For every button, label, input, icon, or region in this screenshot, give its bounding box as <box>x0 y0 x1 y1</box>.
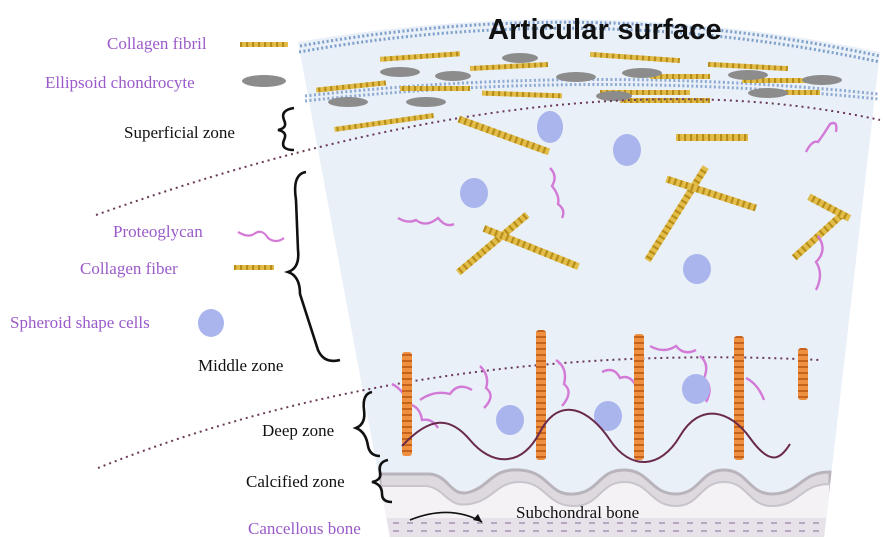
label-spheroid-shape-cells: Spheroid shape cells <box>10 313 150 333</box>
label-superficial-zone: Superficial zone <box>124 123 235 143</box>
label-middle-zone: Middle zone <box>198 356 283 376</box>
label-cancellous-bone: Cancellous bone <box>248 519 361 539</box>
legend-chondrocyte-swatch <box>242 75 286 87</box>
label-subchondral-bone: Subchondral bone <box>516 503 639 523</box>
superficial-brace <box>278 108 294 150</box>
legend-proteoglycan-swatch <box>238 232 284 241</box>
legend-fiber-swatch <box>234 265 274 270</box>
label-proteoglycan: Proteoglycan <box>113 222 203 242</box>
label-collagen-fiber: Collagen fiber <box>80 259 178 279</box>
diagram-title: Articular surface <box>488 14 722 47</box>
legend-spheroid-swatch <box>198 309 224 337</box>
label-collagen-fibril: Collagen fibril <box>107 34 207 54</box>
legend-fibril-swatch <box>240 42 288 47</box>
label-deep-zone: Deep zone <box>262 421 334 441</box>
label-calcified-zone: Calcified zone <box>246 472 345 492</box>
cartilage-sector <box>298 19 880 537</box>
label-ellipsoid-chondrocyte: Ellipsoid chondrocyte <box>45 73 195 93</box>
